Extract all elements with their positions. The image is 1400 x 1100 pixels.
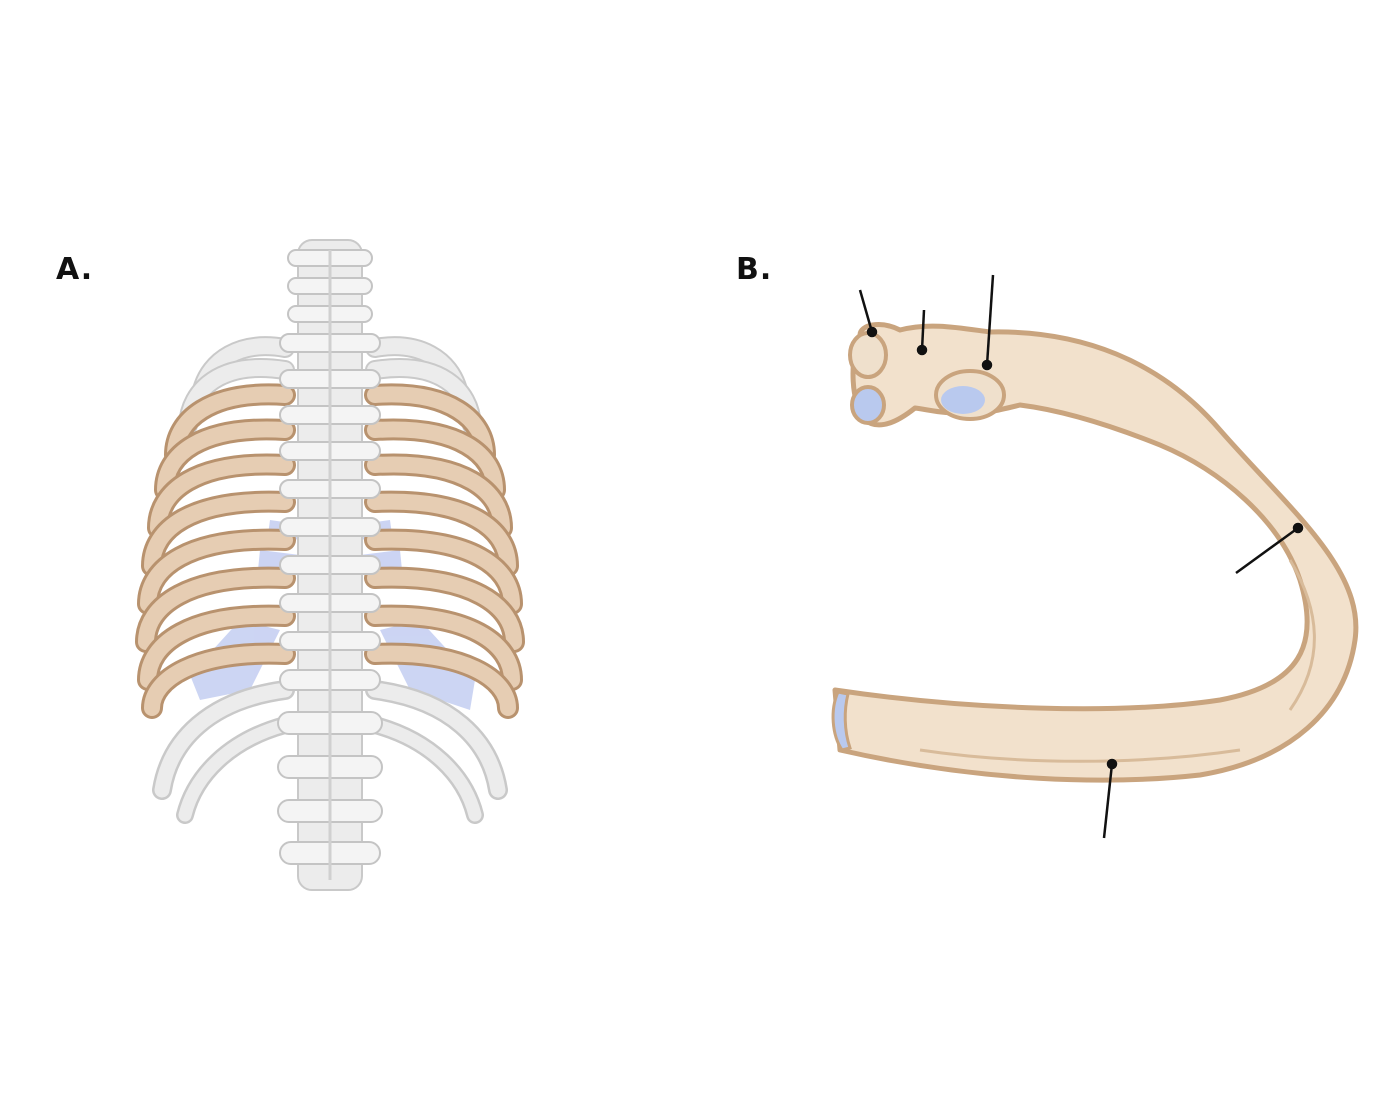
panel-a-label: A. — [56, 252, 94, 287]
sternal-end-facet — [831, 690, 852, 752]
panel-b-label: B. — [736, 252, 773, 287]
leader-line-neck — [920, 309, 926, 351]
leader-line-tubercle — [985, 274, 995, 366]
leader-dot-neck — [916, 344, 928, 356]
upper-ribs-gray — [178, 336, 482, 435]
leader-line-costal-groove — [1102, 763, 1114, 839]
leader-dot-angle — [1292, 522, 1304, 534]
costal-groove — [919, 748, 1241, 763]
leader-line-head — [858, 289, 874, 333]
highlighted-ribs-left — [135, 383, 296, 719]
rib-tubercle — [934, 369, 1006, 421]
leader-dot-costal-groove — [1106, 758, 1118, 770]
highlighted-ribs-right — [364, 383, 525, 719]
leader-lines — [858, 274, 1304, 839]
rib-head — [848, 331, 888, 425]
thoracic-cage-posterior-view — [135, 239, 525, 891]
leader-dot-head — [866, 326, 878, 338]
leader-dot-tubercle — [981, 359, 993, 371]
leader-line-angle — [1235, 526, 1299, 575]
lower-ribs-gray — [152, 680, 508, 824]
shaft-shading — [1288, 559, 1316, 711]
rib-body — [832, 322, 1359, 783]
vertebral-column — [277, 239, 383, 891]
single-rib-view — [831, 274, 1359, 839]
